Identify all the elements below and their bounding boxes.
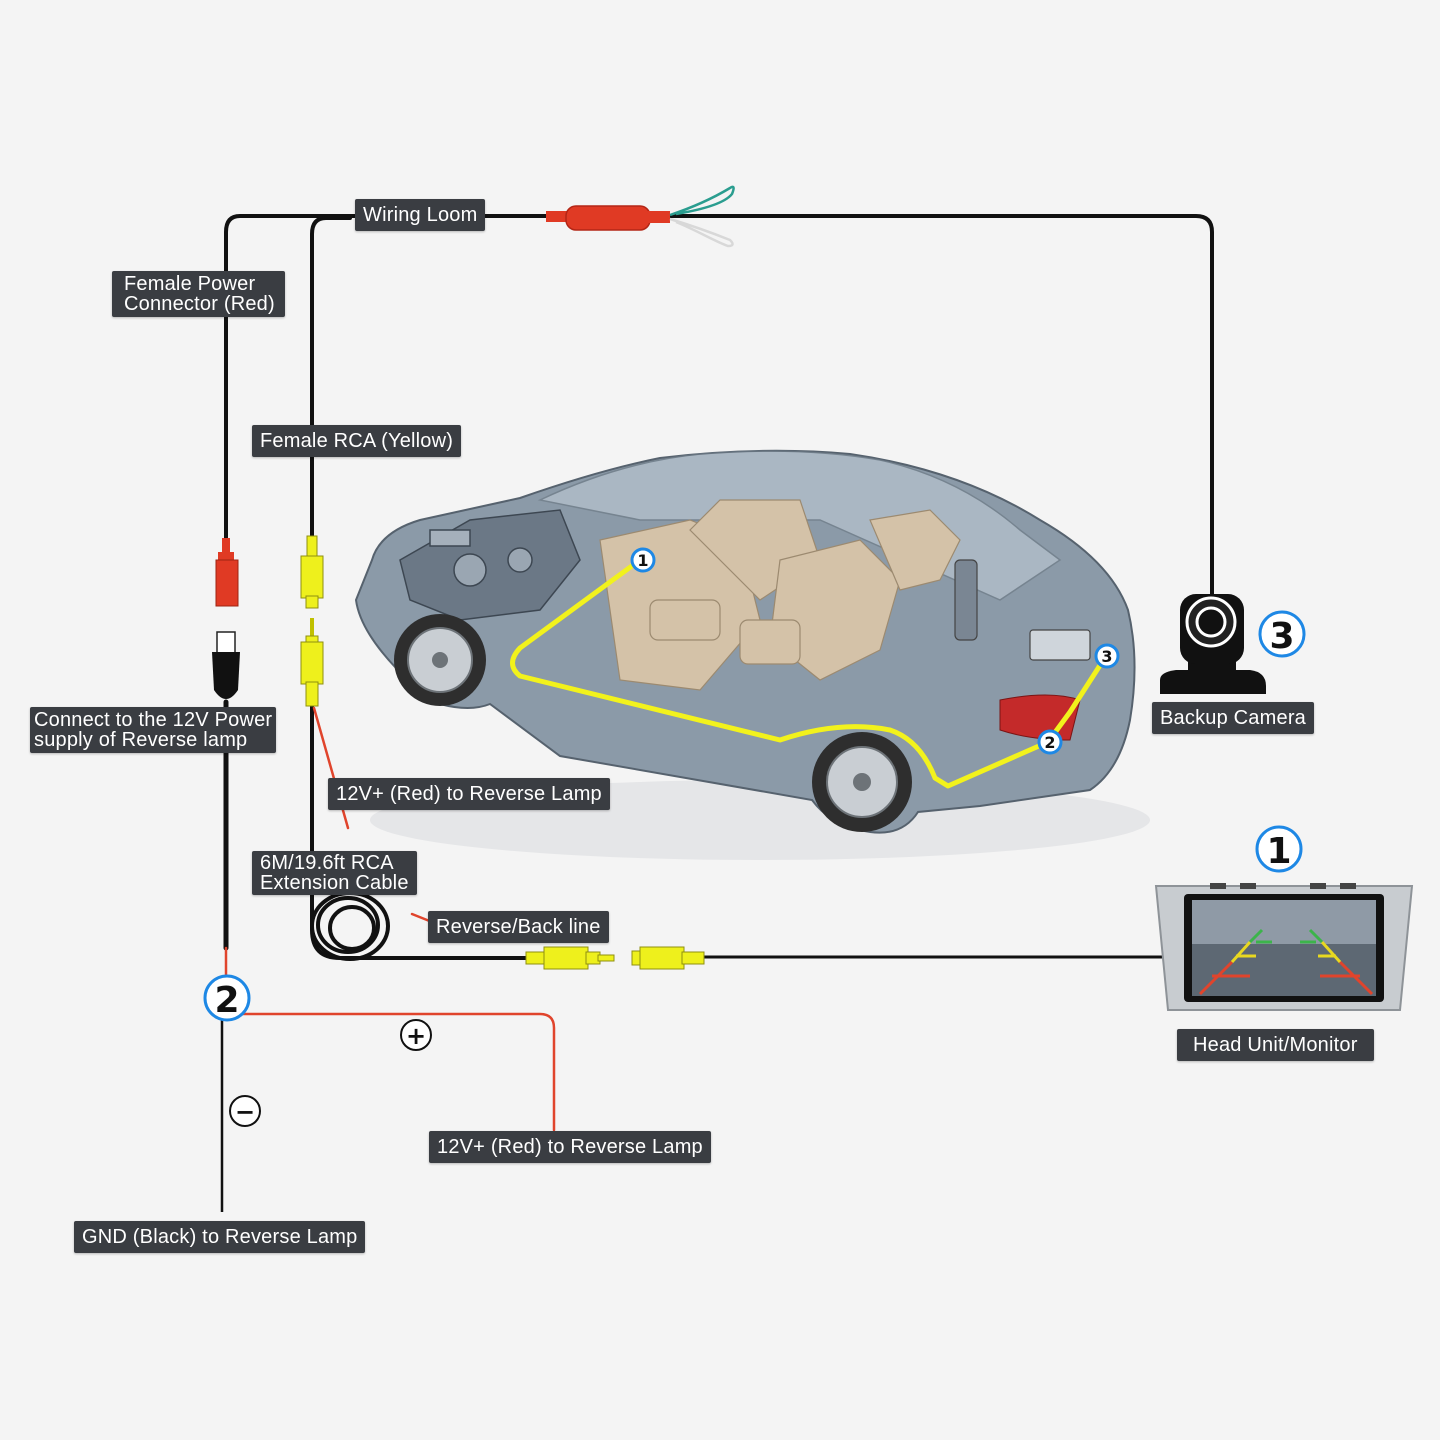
label-extension-cable: 6M/19.6ft RCA Extension Cable bbox=[252, 851, 417, 895]
male-power-connector-black bbox=[212, 631, 240, 699]
label-backup-camera: Backup Camera bbox=[1152, 702, 1314, 734]
extension-rca-male bbox=[525, 946, 615, 970]
badge-camera: 3 bbox=[1258, 610, 1306, 658]
label-extension-line2: Extension Cable bbox=[260, 872, 409, 894]
label-head-unit-monitor: Head Unit/Monitor bbox=[1177, 1029, 1374, 1061]
badge-junction-number: 2 bbox=[214, 980, 239, 1021]
car-point-2: 2 bbox=[1037, 729, 1063, 755]
label-connect-12v-line1: Connect to the 12V Power bbox=[34, 709, 273, 731]
label-wiring-loom-text: Wiring Loom bbox=[363, 204, 478, 226]
car-rear-wheel bbox=[812, 732, 912, 832]
rca-cable bbox=[310, 216, 352, 540]
label-female-power-line2: Connector (Red) bbox=[124, 293, 275, 315]
label-wiring-loom: Wiring Loom bbox=[355, 199, 486, 231]
female-power-connector-red bbox=[215, 538, 239, 607]
red-wire-to-label bbox=[312, 706, 350, 830]
label-female-power-line1: Female Power bbox=[124, 273, 256, 295]
label-red-to-reverse-lamp-bottom-text: 12V+ (Red) to Reverse Lamp bbox=[437, 1136, 703, 1158]
head-unit-monitor bbox=[1154, 883, 1414, 1011]
parking-guideline-red bbox=[1198, 960, 1374, 996]
car-point-1-number: 1 bbox=[637, 551, 648, 570]
label-gnd-to-reverse-lamp: GND (Black) to Reverse Lamp bbox=[74, 1221, 366, 1253]
badge-monitor: 1 bbox=[1255, 825, 1303, 873]
label-connect-12v-line2: supply of Reverse lamp bbox=[34, 729, 248, 751]
camera-cable bbox=[666, 214, 1214, 600]
label-backup-camera-text: Backup Camera bbox=[1160, 707, 1306, 729]
car-engine bbox=[399, 509, 581, 621]
label-red-to-reverse-lamp-top: 12V+ (Red) to Reverse Lamp bbox=[328, 778, 610, 810]
white-trigger-wire bbox=[669, 217, 734, 248]
parking-guideline-green bbox=[1248, 928, 1324, 944]
teal-trigger-wire bbox=[669, 185, 735, 217]
parking-guideline-yellow bbox=[1230, 940, 1342, 964]
backup-camera bbox=[1160, 594, 1266, 694]
red-wire-junction bbox=[224, 946, 556, 1132]
label-female-rca: Female RCA (Yellow) bbox=[252, 425, 462, 457]
monitor-rca-female bbox=[631, 946, 705, 970]
label-gnd-to-reverse-lamp-text: GND (Black) to Reverse Lamp bbox=[82, 1226, 358, 1248]
badge-camera-number: 3 bbox=[1269, 616, 1294, 657]
label-female-rca-text: Female RCA (Yellow) bbox=[260, 430, 454, 452]
wiring-loom bbox=[546, 185, 735, 248]
male-rca-yellow bbox=[300, 618, 324, 707]
car-rear-suspension bbox=[954, 559, 1091, 661]
car-point-3-number: 3 bbox=[1101, 647, 1112, 666]
positive-sign-glyph: + bbox=[406, 1022, 426, 1050]
label-red-to-reverse-lamp-bottom: 12V+ (Red) to Reverse Lamp bbox=[429, 1131, 711, 1163]
female-rca-yellow bbox=[300, 535, 324, 609]
label-red-to-reverse-lamp-top-text: 12V+ (Red) to Reverse Lamp bbox=[336, 783, 602, 805]
label-extension-line1: 6M/19.6ft RCA bbox=[260, 852, 394, 874]
negative-sign-glyph: − bbox=[235, 1098, 255, 1126]
car-front-wheel bbox=[394, 614, 486, 706]
badge-monitor-number: 1 bbox=[1266, 831, 1291, 872]
power-cable bbox=[224, 214, 550, 542]
label-female-power-connector: Female Power Connector (Red) bbox=[112, 271, 285, 317]
car-point-2-number: 2 bbox=[1044, 733, 1055, 752]
negative-sign: − bbox=[229, 1095, 261, 1127]
car-point-3: 3 bbox=[1094, 643, 1120, 669]
badge-junction: 2 bbox=[203, 974, 251, 1022]
label-head-unit-monitor-text: Head Unit/Monitor bbox=[1193, 1034, 1358, 1056]
label-reverse-back-line-text: Reverse/Back line bbox=[436, 916, 601, 938]
positive-sign: + bbox=[400, 1019, 432, 1051]
label-connect-12v: Connect to the 12V Power supply of Rever… bbox=[30, 707, 277, 753]
car-point-1: 1 bbox=[630, 547, 656, 573]
cable-route bbox=[510, 557, 1109, 789]
extension-cable-coil bbox=[310, 891, 390, 961]
label-reverse-back-line: Reverse/Back line bbox=[428, 911, 609, 943]
